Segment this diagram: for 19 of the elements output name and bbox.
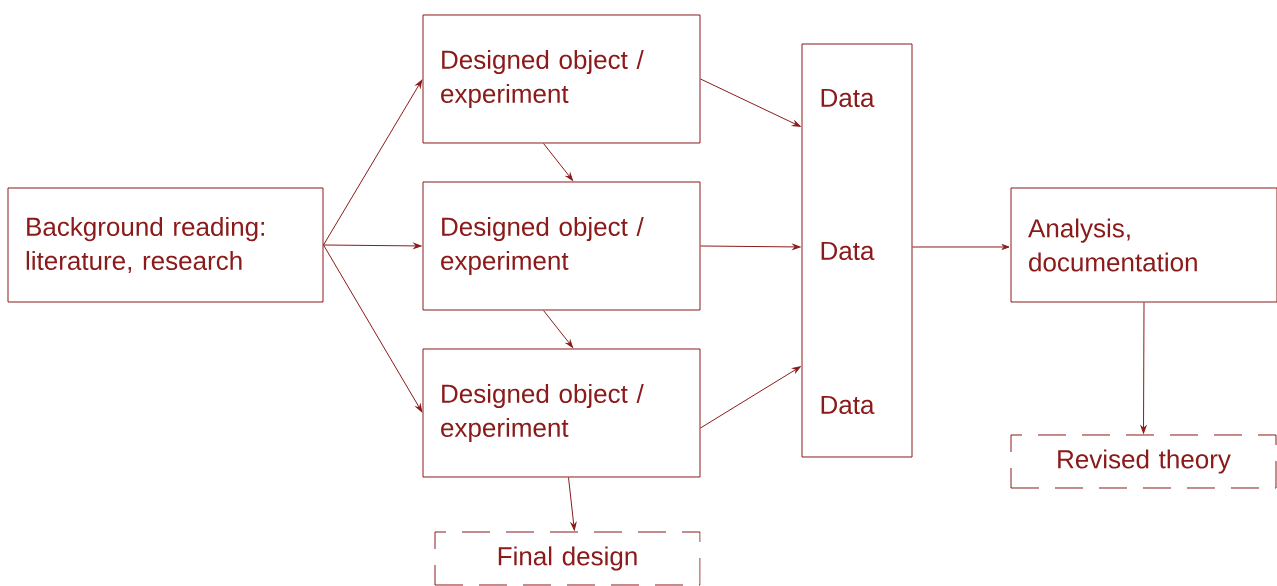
- data-box: Data Data Data: [801, 43, 913, 458]
- dashed-box: Revised theory: [1010, 434, 1277, 489]
- arrow: [1140, 302, 1147, 434]
- arrow: [543, 310, 574, 348]
- arrow: [323, 244, 423, 413]
- arrow: [323, 243, 422, 249]
- process-box: Background reading: literature, research: [7, 187, 324, 303]
- arrow: [568, 477, 577, 531]
- arrow: [912, 244, 1010, 250]
- dashed-box: Final design: [434, 531, 701, 586]
- arrow: [700, 78, 801, 127]
- process-box: Designed object / experiment: [422, 14, 701, 144]
- arrow: [543, 143, 574, 181]
- arrow: [323, 79, 423, 246]
- arrow: [700, 366, 801, 429]
- process-box: Designed object / experiment: [422, 181, 701, 311]
- process-box: Analysis, documentation: [1010, 187, 1277, 303]
- arrow: [700, 244, 801, 250]
- process-box: Designed object / experiment: [422, 348, 701, 478]
